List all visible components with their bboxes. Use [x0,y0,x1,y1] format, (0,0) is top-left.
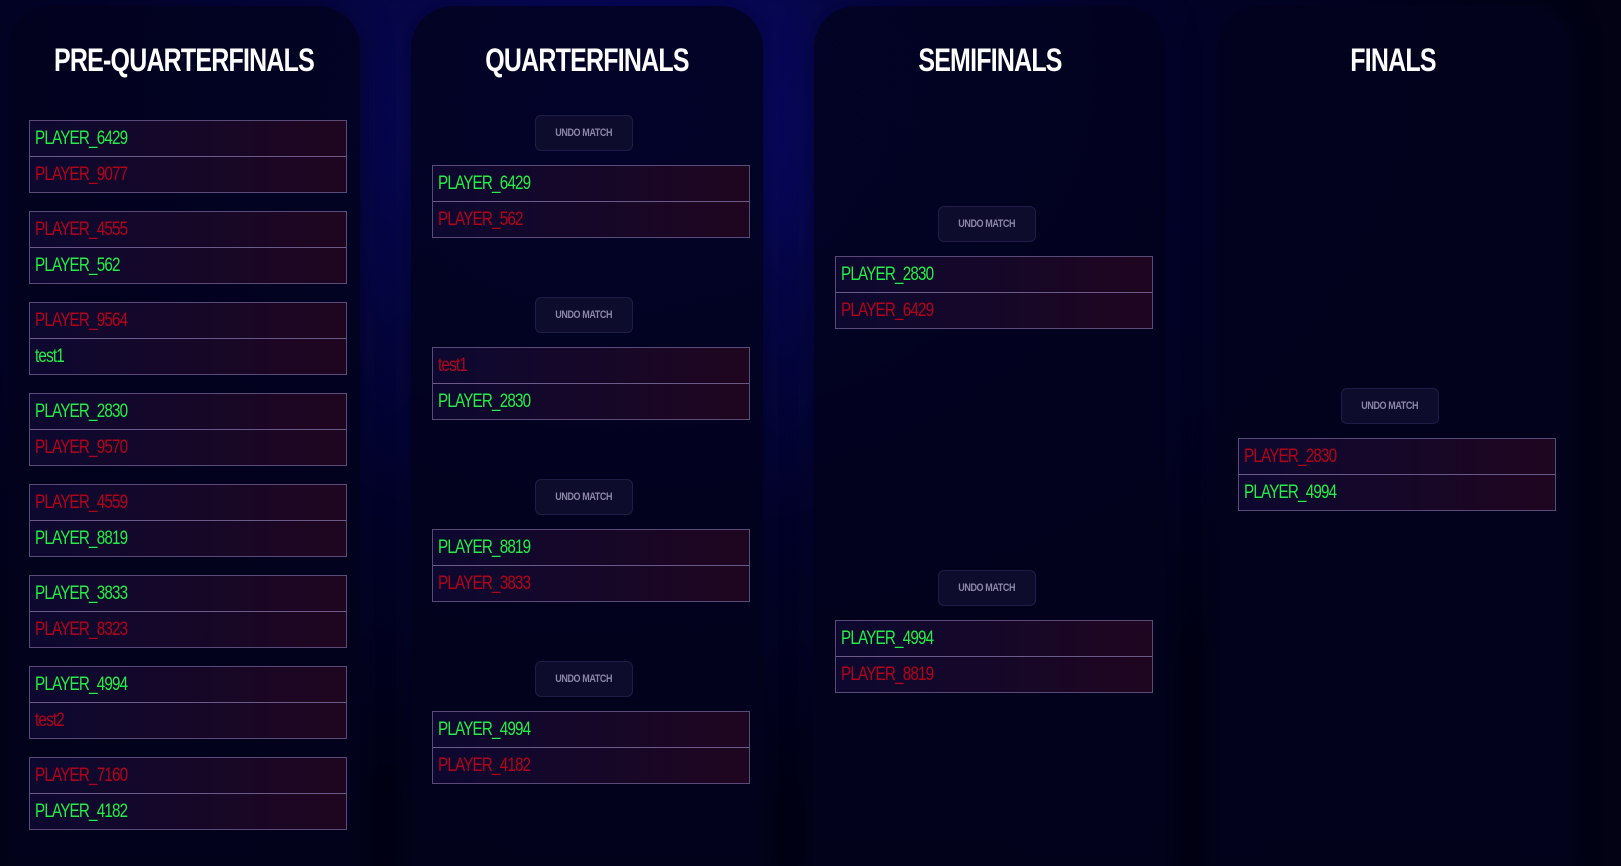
round-column-finals: FINALS [1217,6,1569,866]
player-name: PLAYER_9077 [35,164,128,185]
round-title: SEMIFINALS [918,42,1062,78]
player-slot[interactable]: PLAYER_2830 [433,384,749,419]
player-name: PLAYER_6429 [841,300,934,321]
player-slot[interactable]: PLAYER_4994 [836,621,1152,657]
player-slot[interactable]: PLAYER_2830 [30,394,346,430]
player-slot[interactable]: PLAYER_4994 [1239,475,1555,510]
player-slot[interactable]: PLAYER_6429 [30,121,346,157]
player-name: PLAYER_8323 [35,619,128,640]
undo-match-button[interactable]: UNDO MATCH [938,206,1036,242]
player-name: PLAYER_4994 [1244,482,1337,503]
player-slot[interactable]: PLAYER_6429 [836,293,1152,328]
player-slot[interactable]: PLAYER_3833 [433,566,749,601]
player-name: PLAYER_562 [438,209,523,230]
match-card: PLAYER_7160 PLAYER_4182 [29,757,347,830]
undo-match-button[interactable]: UNDO MATCH [535,661,633,697]
player-name: PLAYER_4994 [438,719,531,740]
player-slot[interactable]: PLAYER_4994 [30,667,346,703]
match-card: PLAYER_9564 test1 [29,302,347,375]
player-name: PLAYER_8819 [438,537,531,558]
player-slot[interactable]: PLAYER_8819 [433,530,749,566]
player-slot[interactable]: PLAYER_4182 [30,794,346,829]
player-name: PLAYER_2830 [35,401,128,422]
match-card: PLAYER_3833 PLAYER_8323 [29,575,347,648]
player-slot[interactable]: PLAYER_9570 [30,430,346,465]
match-card: PLAYER_2830 PLAYER_9570 [29,393,347,466]
undo-match-button[interactable]: UNDO MATCH [535,115,633,151]
player-name: PLAYER_4559 [35,492,128,513]
player-slot[interactable]: PLAYER_9564 [30,303,346,339]
player-slot[interactable]: PLAYER_9077 [30,157,346,192]
match-card: PLAYER_2830 PLAYER_6429 [835,256,1153,329]
player-name: PLAYER_4555 [35,219,128,240]
player-slot[interactable]: PLAYER_6429 [433,166,749,202]
player-slot[interactable]: PLAYER_2830 [1239,439,1555,475]
player-slot[interactable]: PLAYER_562 [30,248,346,283]
player-slot[interactable]: PLAYER_4994 [433,712,749,748]
round-column-semifinals: SEMIFINALS [814,6,1166,866]
round-title: PRE-QUARTERFINALS [54,42,315,78]
player-slot[interactable]: PLAYER_4182 [433,748,749,783]
player-slot[interactable]: PLAYER_3833 [30,576,346,612]
player-name: PLAYER_2830 [438,391,531,412]
round-title: QUARTERFINALS [485,42,689,78]
match-card: PLAYER_8819 PLAYER_3833 [432,529,750,602]
player-name: test1 [35,346,65,367]
player-slot[interactable]: PLAYER_7160 [30,758,346,794]
match-card: PLAYER_4994 test2 [29,666,347,739]
undo-match-button[interactable]: UNDO MATCH [938,570,1036,606]
player-slot[interactable]: PLAYER_2830 [836,257,1152,293]
player-name: PLAYER_4182 [438,755,531,776]
player-name: PLAYER_6429 [35,128,128,149]
match-card: PLAYER_2830 PLAYER_4994 [1238,438,1556,511]
player-slot[interactable]: PLAYER_562 [433,202,749,237]
player-name: PLAYER_9564 [35,310,128,331]
match-card: PLAYER_6429 PLAYER_562 [432,165,750,238]
player-name: PLAYER_3833 [438,573,531,594]
player-name: PLAYER_6429 [438,173,531,194]
undo-match-button[interactable]: UNDO MATCH [535,479,633,515]
undo-match-button[interactable]: UNDO MATCH [1341,388,1439,424]
player-slot[interactable]: test1 [30,339,346,374]
player-name: test1 [438,355,468,376]
match-card: PLAYER_4994 PLAYER_8819 [835,620,1153,693]
player-slot[interactable]: PLAYER_4559 [30,485,346,521]
player-name: PLAYER_9570 [35,437,128,458]
player-name: PLAYER_8819 [841,664,934,685]
match-card: PLAYER_4555 PLAYER_562 [29,211,347,284]
player-slot[interactable]: PLAYER_8819 [836,657,1152,692]
player-slot[interactable]: PLAYER_4555 [30,212,346,248]
player-slot[interactable]: test1 [433,348,749,384]
player-name: test2 [35,710,65,731]
undo-match-button[interactable]: UNDO MATCH [535,297,633,333]
player-name: PLAYER_4182 [35,801,128,822]
round-title: FINALS [1350,42,1436,78]
player-name: PLAYER_8819 [35,528,128,549]
player-name: PLAYER_562 [35,255,120,276]
match-card: PLAYER_4994 PLAYER_4182 [432,711,750,784]
match-card: test1 PLAYER_2830 [432,347,750,420]
player-name: PLAYER_4994 [841,628,934,649]
player-name: PLAYER_7160 [35,765,128,786]
match-card: PLAYER_6429 PLAYER_9077 [29,120,347,193]
player-name: PLAYER_4994 [35,674,128,695]
player-name: PLAYER_2830 [841,264,934,285]
player-name: PLAYER_2830 [1244,446,1337,467]
match-card: PLAYER_4559 PLAYER_8819 [29,484,347,557]
player-slot[interactable]: test2 [30,703,346,738]
player-slot[interactable]: PLAYER_8819 [30,521,346,556]
player-name: PLAYER_3833 [35,583,128,604]
player-slot[interactable]: PLAYER_8323 [30,612,346,647]
